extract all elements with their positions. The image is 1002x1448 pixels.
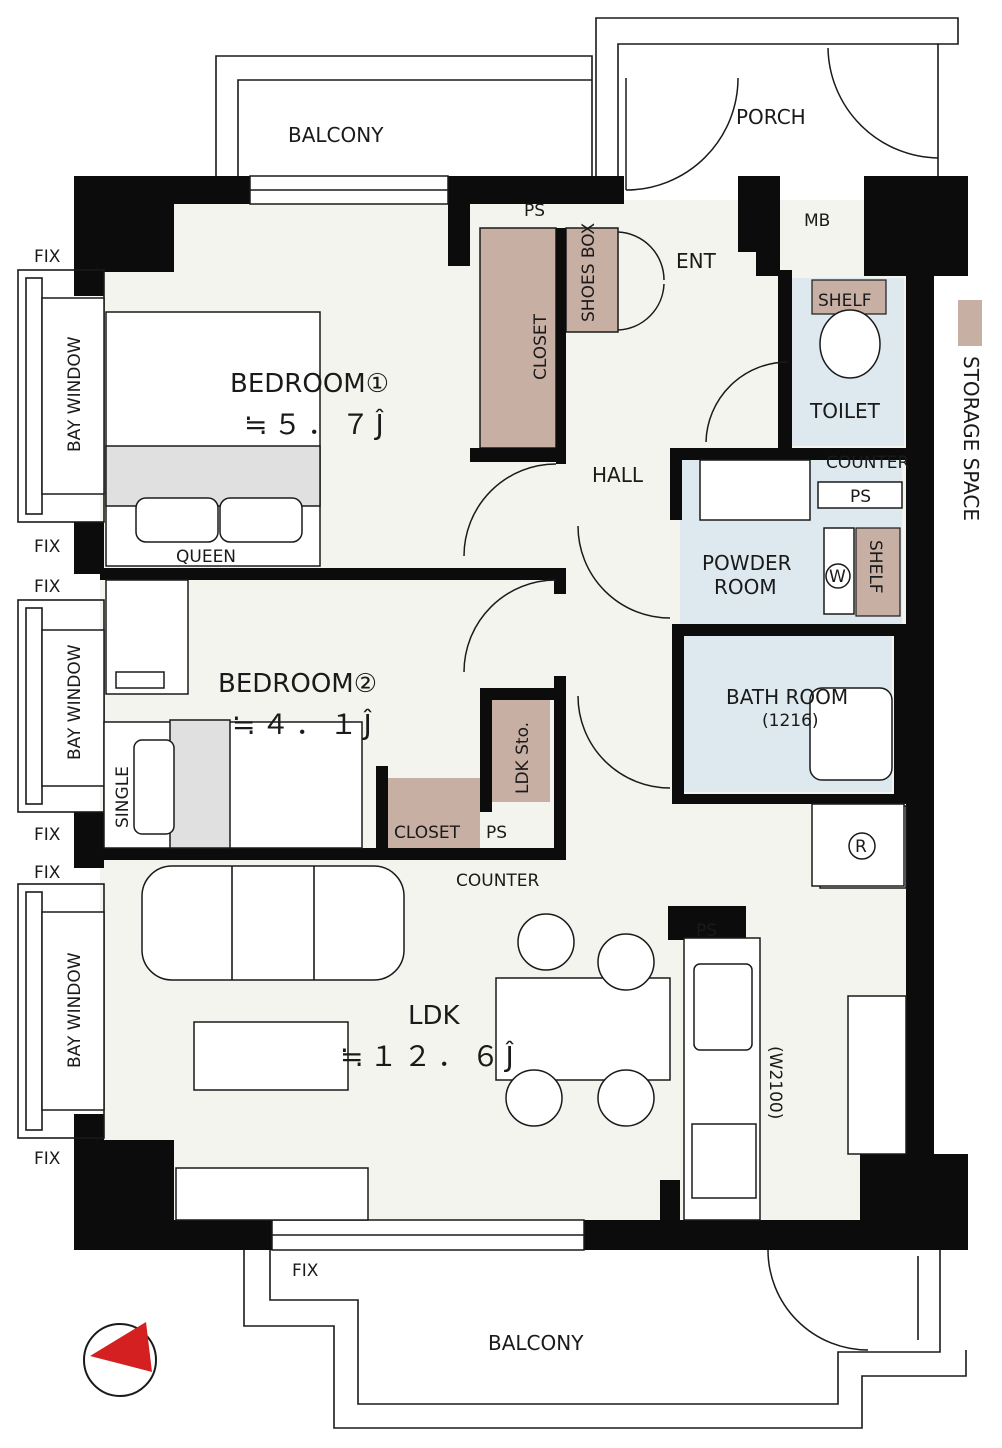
fix-label-4: FIX [34,825,61,845]
shelf-toilet-label: SHELF [818,291,872,311]
top-balcony-outline [215,17,959,176]
closet-bedroom2-label: CLOSET [394,823,461,843]
compass-north-arrow-icon [83,1322,157,1397]
fix-label-3: FIX [34,577,61,597]
ldk-label: LDK [408,1001,461,1031]
queen-bed-label: QUEEN [176,547,236,567]
bedroom2-label: BEDROOM② [218,669,377,699]
fix-label-2: FIX [34,537,61,557]
bay-window-3-label: BAY WINDOW [65,952,85,1068]
bottom-balcony-outline [243,1250,967,1429]
fix-label-bottom: FIX [292,1261,319,1281]
fridge-label: R [855,837,867,857]
closet-bedroom2 [384,778,480,850]
furniture [103,309,907,1221]
storage-legend-swatch [958,300,982,346]
ldk-storage [490,700,550,802]
bay-window-1-label: BAY WINDOW [65,336,85,452]
bay-window-2-label: BAY WINDOW [65,644,85,760]
balcony-bottom-label: BALCONY [488,1331,584,1355]
fix-label-1: FIX [34,247,61,267]
counter-ldk-label: COUNTER [456,871,540,891]
bedroom1-label: BEDROOM① [230,369,389,399]
ldk-storage-label: LDK Sto. [513,722,533,794]
bath-room-size: (1216) [762,711,819,731]
toilet-label: TOILET [809,399,881,423]
shoes-box [565,227,619,333]
walls [74,176,968,1250]
ps-top-label: PS [524,201,545,221]
single-bed-label: SINGLE [113,766,133,828]
bedroom1-area: ≒５．７Ĵ [244,408,390,441]
ps-bedroom2-label: PS [486,823,507,843]
hall-label: HALL [592,463,644,487]
porch-label: PORCH [736,105,806,129]
shoes-box-label: SHOES BOX [579,222,599,322]
ps-kitchen-label: PS [696,921,717,941]
fix-label-5: FIX [34,863,61,883]
powder-room-label-line2: ROOM [714,575,777,599]
closet-bedroom1-label: CLOSET [531,313,551,380]
balcony-top-label: BALCONY [288,123,384,147]
bath-room-label: BATH ROOM [726,685,848,709]
powder-shelf [855,527,901,617]
fix-label-6: FIX [34,1149,61,1169]
windows [249,175,585,1251]
doors [463,47,939,1351]
kitchen-width-label: (W2100) [765,1046,785,1119]
bedroom2-area: ≒４．１Ĵ [232,708,378,741]
ent-label: ENT [676,249,717,273]
bay-windows [17,269,105,1139]
closet-bedroom1 [479,227,557,449]
ldk-area: ≒１２．６Ĵ [340,1040,520,1073]
ps-toilet-label: PS [850,487,871,507]
counter-toilet-label: COUNTER [826,453,910,473]
mb-label: MB [804,211,830,231]
powder-room-label-line1: POWDER [702,551,792,575]
washing-machine-icon [825,563,851,589]
washer-label: W [829,567,846,587]
shelf-powder-label: SHELF [865,540,885,594]
storage-space-label: STORAGE SPACE [959,356,983,521]
refrigerator-icon [848,832,876,860]
toilet-shelf [811,279,887,315]
